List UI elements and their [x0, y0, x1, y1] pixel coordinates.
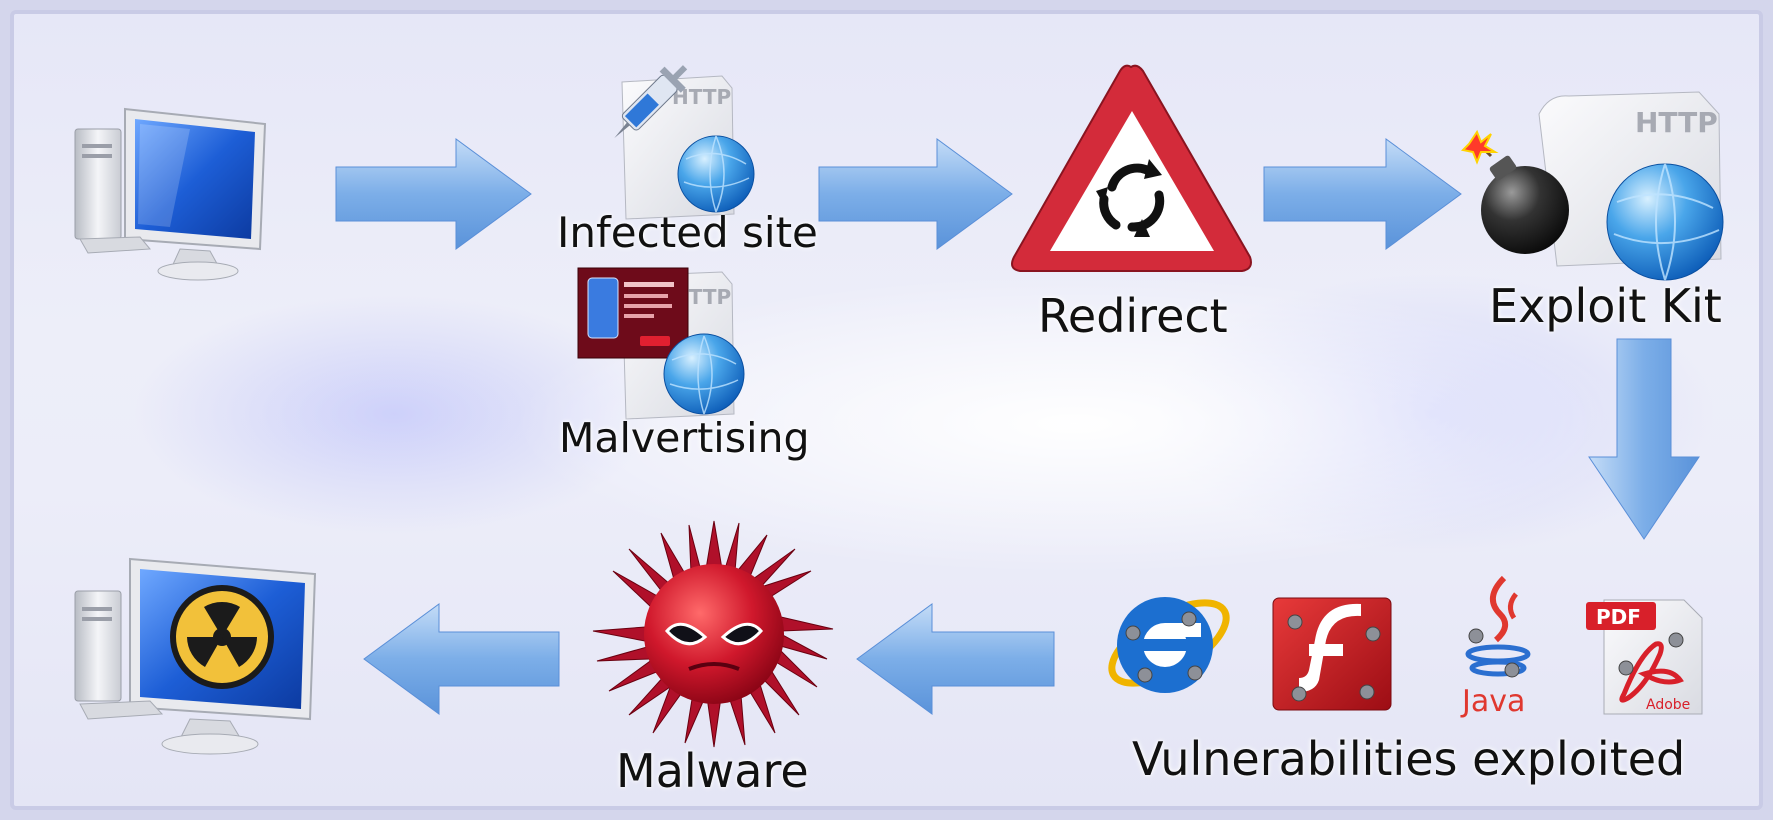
flow-arrow-left: [856, 603, 1055, 715]
malvertising-icon: HTTP: [577, 267, 745, 420]
redirect-label: Redirect: [1038, 289, 1228, 343]
flow-arrow-down: [1588, 338, 1700, 540]
adobe-pdf-icon: PDF Adobe: [1586, 599, 1703, 715]
java-text: Java: [1460, 684, 1525, 719]
http-label: HTTP: [1635, 106, 1718, 139]
exploit-kit-icon: HTTP: [1460, 91, 1724, 281]
diagram-canvas: HTTP Infected site HTTP Malvertising: [10, 10, 1763, 810]
flash-player-icon: [1272, 597, 1392, 711]
flow-arrow-right: [1263, 138, 1462, 250]
infected-computer-icon: [74, 557, 317, 755]
malvertising-label: Malvertising: [559, 414, 810, 462]
malware-virus-icon: [592, 520, 834, 748]
vulnerabilities-label: Vulnerabilities exploited: [1132, 732, 1686, 786]
internet-explorer-icon: [1108, 597, 1230, 693]
flow-arrow-right: [335, 138, 532, 250]
infected-site-label: Infected site: [557, 208, 818, 257]
malware-label: Malware: [616, 744, 809, 798]
redirect-warning-sign-icon: [1011, 64, 1252, 272]
java-icon: Java: [1460, 575, 1531, 719]
exploit-kit-label: Exploit Kit: [1489, 279, 1722, 333]
infected-site-icon: HTTP: [614, 65, 755, 220]
flow-arrow-left: [363, 603, 560, 715]
flow-arrow-right: [818, 138, 1013, 250]
adobe-text: Adobe: [1646, 697, 1690, 713]
pdf-text: PDF: [1596, 605, 1641, 629]
computer-icon: [74, 107, 267, 281]
